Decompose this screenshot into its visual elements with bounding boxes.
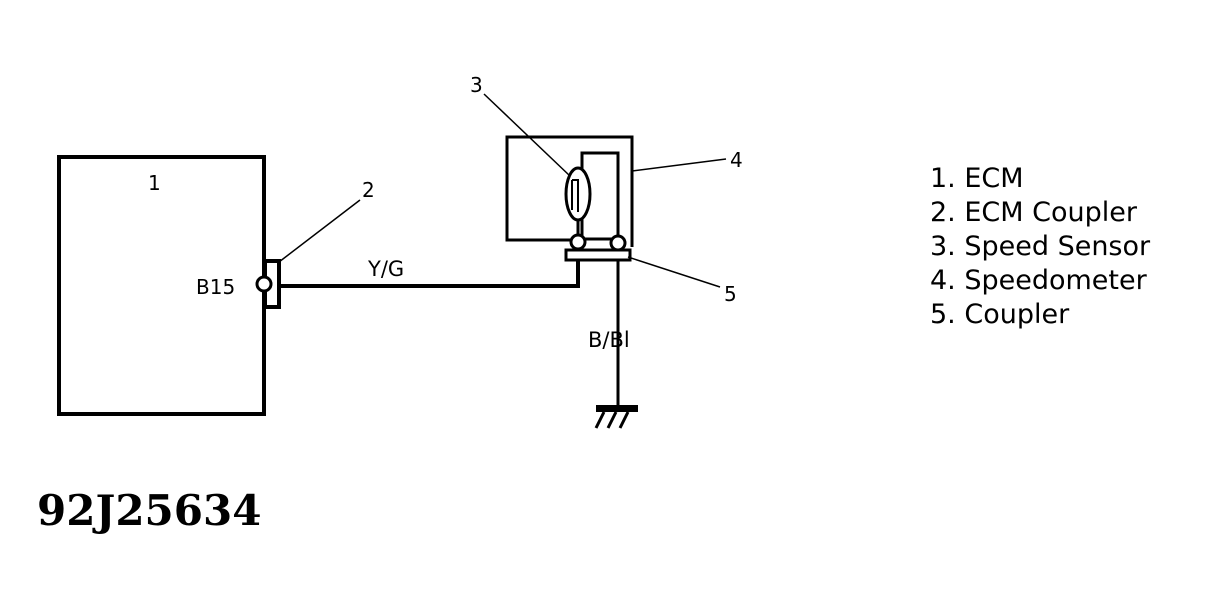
coupler-pin-signal <box>569 233 587 251</box>
callout-line-5 <box>627 256 721 288</box>
ground-wire-label: B/Bl <box>588 328 630 352</box>
figure-id: 92J25634 <box>37 486 262 535</box>
coupler-callout: 5 <box>724 282 737 306</box>
legend: 1. ECM 2. ECM Coupler 3. Speed Sensor 4.… <box>930 162 1150 332</box>
legend-item: 3. Speed Sensor <box>930 231 1151 262</box>
ecm-callout: 1 <box>148 171 161 195</box>
callout-line-4 <box>631 158 727 172</box>
coupler-body <box>564 248 632 262</box>
callout-line-3 <box>483 93 571 177</box>
legend-item: 5. Coupler <box>930 299 1070 330</box>
legend-item: 1. ECM <box>930 163 1024 194</box>
ground-symbol-icon <box>594 405 638 429</box>
ecm-coupler-callout: 2 <box>362 178 375 202</box>
speedometer-box <box>505 135 634 247</box>
pin-label-b15: B15 <box>196 275 235 299</box>
signal-wire <box>279 242 580 288</box>
legend-item: 2. ECM Coupler <box>930 197 1137 228</box>
coupler-pin-ground <box>609 234 627 252</box>
signal-wire-label: Y/G <box>367 257 404 281</box>
speed-sensor-contact <box>571 179 579 212</box>
ecm-coupler-pin <box>255 275 273 293</box>
callout-line-2 <box>278 199 361 263</box>
speed-sensor-callout: 3 <box>470 73 483 97</box>
legend-item: 4. Speedometer <box>930 265 1147 296</box>
speedometer-callout: 4 <box>730 148 743 172</box>
